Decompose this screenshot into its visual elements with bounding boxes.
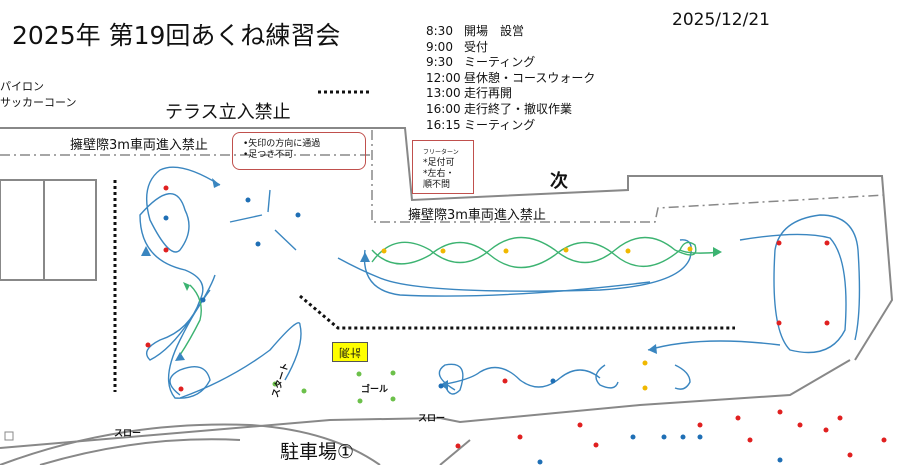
- wall-no-entry-label: 擁壁際3m車両進入禁止: [70, 138, 208, 153]
- event-date: 2025/12/21: [672, 10, 770, 30]
- wall-no-entry-label-2: 擁壁際3m車両進入禁止: [408, 208, 546, 223]
- slow-label: スロー: [114, 429, 142, 439]
- parking-label: 駐車場①: [280, 441, 355, 463]
- shed: [0, 179, 45, 281]
- goal-label: ゴール: [361, 385, 389, 395]
- free-turn-note: フリーターン *足付可 *左右・ 順不問: [412, 140, 474, 194]
- slow-label-2: スロー: [418, 414, 446, 424]
- parking-curve: [0, 423, 381, 465]
- terrace-no-entry-label: テラス立入禁止: [165, 102, 291, 123]
- legend-soccer-cone: サッカーコーン: [0, 96, 77, 109]
- timing-sign: 計測: [332, 342, 368, 362]
- course-boundary-bottom: [0, 359, 851, 449]
- rules-note: •矢印の方向に通過 •足つき不可: [232, 132, 366, 170]
- next-label: 次: [550, 171, 568, 192]
- page-title: 2025年 第19回あくね練習会: [12, 21, 341, 50]
- legend-pylon: パイロン: [0, 80, 44, 93]
- building-outline: [0, 127, 894, 361]
